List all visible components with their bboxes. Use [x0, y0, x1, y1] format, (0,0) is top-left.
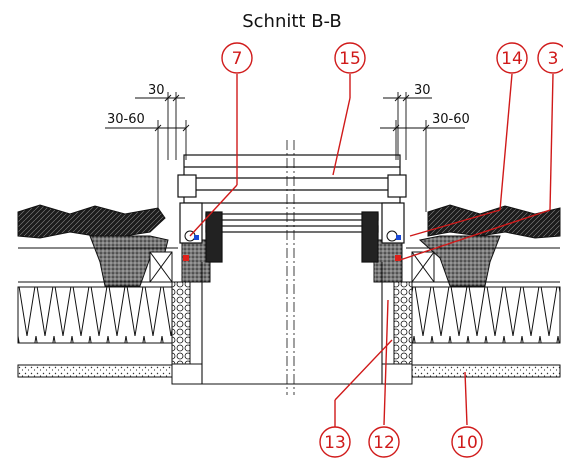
curb-right — [373, 239, 413, 385]
svg-text:12: 12 — [373, 433, 395, 453]
opening-walls — [196, 262, 388, 385]
insulation — [17, 286, 561, 344]
dim-right-outer: 30 — [414, 83, 431, 98]
roof-tiles-right — [418, 204, 561, 287]
callout-14: 14 — [496, 42, 528, 74]
ceiling-screed — [17, 342, 561, 378]
leader-lines — [189, 73, 554, 430]
svg-text:7: 7 — [232, 49, 243, 69]
callout-15: 15 — [334, 42, 366, 74]
roof-tiles-left — [17, 204, 169, 287]
window-frame — [177, 154, 407, 263]
dim-left-outer: 30 — [148, 83, 165, 98]
callout-3: 3 — [537, 42, 563, 74]
callout-10: 10 — [451, 426, 483, 458]
callout-13: 13 — [319, 426, 351, 458]
svg-text:10: 10 — [456, 433, 478, 453]
section-title: Schnitt B-B — [242, 11, 342, 32]
svg-text:3: 3 — [548, 49, 559, 69]
dimension-left — [105, 92, 190, 212]
center-axis — [286, 140, 295, 395]
dimension-right — [380, 92, 465, 212]
callout-12: 12 — [368, 426, 400, 458]
dim-left-inner: 30-60 — [107, 112, 145, 127]
svg-text:14: 14 — [501, 49, 523, 69]
curb-left — [171, 239, 211, 385]
svg-text:15: 15 — [339, 49, 361, 69]
dim-right-inner: 30-60 — [432, 112, 470, 127]
callout-7: 7 — [221, 42, 253, 74]
svg-text:13: 13 — [324, 433, 346, 453]
